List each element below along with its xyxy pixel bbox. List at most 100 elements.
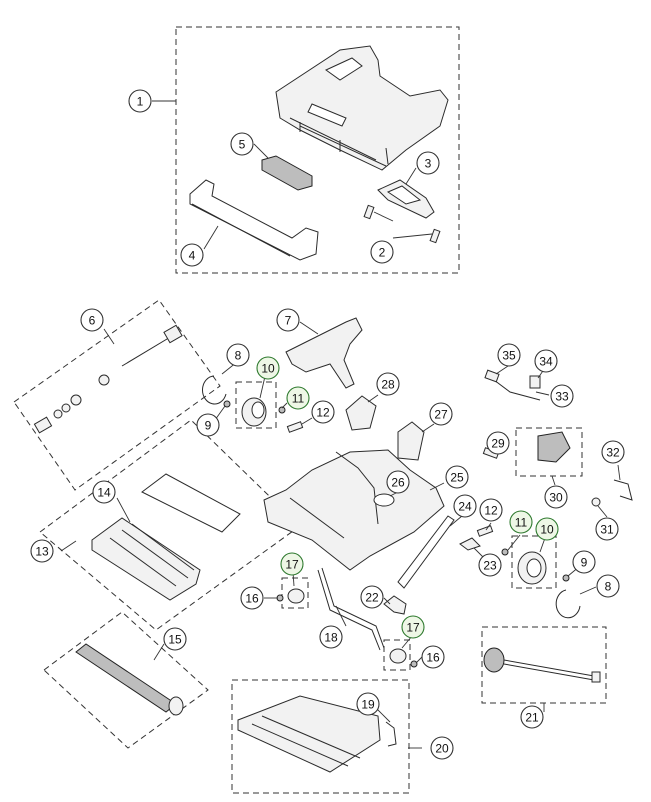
callout-circle [596, 574, 620, 598]
callout-23: 23 [478, 553, 502, 577]
hood-part [275, 45, 449, 171]
callout-7: 7 [276, 308, 300, 332]
callout-32: 32 [601, 440, 625, 464]
bearing-ring-part-right [555, 589, 581, 619]
callout-circle [497, 343, 521, 367]
callout-number: 22 [365, 591, 379, 605]
callout-5: 5 [230, 132, 254, 156]
callout-circle [421, 645, 445, 669]
callout-20: 20 [430, 736, 454, 760]
callout-circle [550, 384, 574, 408]
callout-17a: 17 [280, 552, 304, 576]
brush-cover-part [91, 517, 201, 601]
callout-number: 3 [425, 157, 432, 171]
axle-part-left [286, 421, 304, 433]
callout-number: 17 [406, 621, 420, 635]
callout-11b: 11 [509, 510, 533, 534]
callout-28: 28 [376, 372, 400, 396]
callout-circle [572, 550, 596, 574]
callout-14: 14 [92, 480, 116, 504]
callout-number: 30 [549, 491, 563, 505]
callout-number: 31 [600, 523, 614, 537]
callout-number: 8 [235, 349, 242, 363]
callout-circle [479, 498, 503, 522]
callout-8a: 8 [226, 343, 250, 367]
axle-part-right [476, 525, 494, 537]
callout-circle [356, 692, 380, 716]
callout-circle [230, 132, 254, 156]
callout-circle [386, 470, 410, 494]
callout-number: 2 [379, 246, 386, 260]
callout-number: 21 [525, 711, 539, 725]
callout-circle [370, 240, 394, 264]
callout-number: 10 [540, 523, 554, 537]
caster-washer-part-right [410, 660, 418, 668]
rear-axle-part [317, 567, 385, 651]
callout-circle [163, 627, 187, 651]
callout-circle [520, 705, 544, 729]
callout-circle [453, 494, 477, 518]
callout-number: 29 [491, 437, 505, 451]
callout-circle [509, 510, 533, 534]
callout-circle [180, 243, 204, 267]
callout-circle [80, 308, 104, 332]
brushroll-drive-group-box [13, 299, 221, 491]
callout-number: 9 [205, 419, 212, 433]
callout-number: 24 [458, 500, 472, 514]
callout-circle [401, 615, 425, 639]
callout-8b: 8 [596, 574, 620, 598]
wheel-part-right [517, 551, 547, 585]
callout-3: 3 [416, 151, 440, 175]
callout-circle [595, 517, 619, 541]
window-frame-part [377, 179, 435, 219]
callout-circle [92, 480, 116, 504]
pin-part-a [363, 204, 375, 220]
support-bracket-part-28 [345, 395, 377, 431]
caster-group-box-right [383, 639, 411, 671]
callout-circle [544, 485, 568, 509]
callout-circle [534, 349, 558, 373]
callout-27: 27 [429, 402, 453, 426]
callout-number: 1 [137, 95, 144, 109]
wheel-group-box-left [235, 381, 277, 429]
switch-mount-part [484, 369, 500, 383]
callout-9b: 9 [572, 550, 596, 574]
pin-part-b [429, 228, 441, 244]
brush-plate-part [141, 473, 241, 533]
callout-number: 19 [361, 698, 375, 712]
nut-part [591, 497, 601, 507]
caster-wheel-part-left [287, 588, 305, 604]
callout-33: 33 [550, 384, 574, 408]
callout-circle [445, 465, 469, 489]
callout-18: 18 [319, 625, 343, 649]
caster-wheel-part-right [389, 648, 407, 664]
callout-circle [256, 356, 280, 380]
washer-part-right [562, 574, 570, 582]
bumper-tray-part [189, 179, 319, 261]
callout-12a: 12 [311, 400, 335, 424]
bracket-group-box [515, 427, 583, 477]
callout-number: 9 [581, 556, 588, 570]
callout-circle [280, 552, 304, 576]
callout-10a: 10 [256, 356, 280, 380]
callout-number: 15 [168, 633, 182, 647]
callout-circle [416, 151, 440, 175]
callout-35: 35 [497, 343, 521, 367]
belt-guard-part [383, 595, 407, 615]
belt-part [397, 515, 455, 589]
callout-number: 26 [391, 476, 405, 490]
wheel-group-box-right [511, 535, 557, 589]
callout-circle [486, 431, 510, 455]
support-bracket-part-27 [397, 421, 425, 461]
callout-number: 11 [292, 392, 305, 406]
callout-22: 22 [360, 585, 384, 609]
callout-number: 13 [35, 545, 49, 559]
callout-10b: 10 [535, 517, 559, 541]
clip-part-left [278, 406, 286, 414]
callout-16b: 16 [421, 645, 445, 669]
callout-number: 11 [515, 516, 528, 530]
main-base-part [263, 449, 445, 571]
callout-circle [128, 89, 152, 113]
callout-number: 25 [450, 471, 464, 485]
